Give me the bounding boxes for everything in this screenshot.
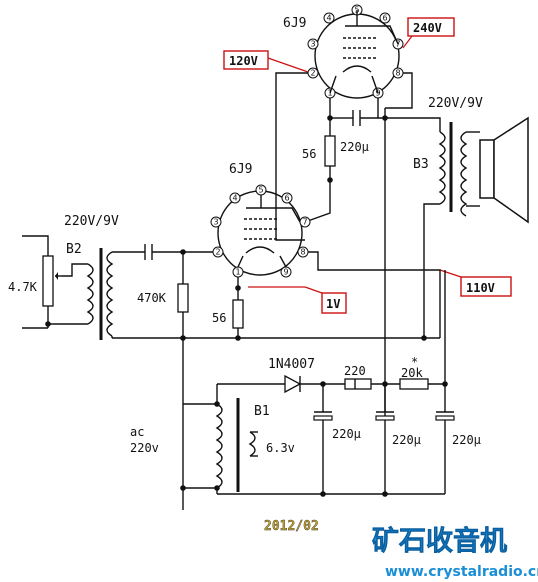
b1-primary-voltage: 220v [130, 441, 159, 455]
b2-rating: 220V/9V [64, 214, 119, 229]
callout-1v-text: 1V [326, 297, 340, 311]
driver-cathode-resistor-label: 56 [212, 311, 226, 325]
output-transformer-b3: 220V/9V B3 [413, 96, 483, 338]
filter-resistor-2-label: 20k [401, 366, 423, 380]
output-cathode-resistor-label: 56 [302, 147, 316, 161]
driver-tube-electrodes [237, 195, 301, 268]
filter-cap-3-label: 220μ [452, 433, 481, 447]
driver-pin-8: 8 [300, 248, 305, 257]
driver-pin-9: 9 [283, 268, 288, 277]
output-tube-type: 6J9 [283, 16, 306, 31]
diode-label: 1N4007 [268, 357, 315, 372]
speaker-icon [479, 116, 529, 224]
driver-pin-3: 3 [213, 218, 218, 227]
b2-name: B2 [66, 242, 82, 257]
output-pin-4: 4 [326, 14, 331, 23]
output-stage-wiring: 220μ 56 [275, 72, 441, 494]
output-pin-3: 3 [310, 40, 315, 49]
grid-resistor-label: 470K [137, 291, 167, 305]
callout-1v: 1V [248, 286, 347, 314]
output-pin-2: 2 [310, 69, 315, 78]
b1-name: B1 [254, 404, 270, 419]
callout-240v-text: 240V [413, 21, 442, 35]
driver-pin-1: 1 [235, 268, 240, 277]
pot-label: 4.7K [8, 280, 38, 294]
output-pin-8: 8 [395, 69, 400, 78]
b3-name: B3 [413, 157, 429, 172]
power-supply: 1N4007 220 20k * 220μ 220μ 22 [217, 270, 481, 497]
callout-110v: 110V [439, 269, 512, 297]
output-tube: 4 5 6 7 8 9 1 2 3 6J9 [283, 4, 404, 99]
filter-cap-2-label: 220μ [392, 433, 421, 447]
callout-110v-text: 110V [466, 281, 495, 295]
callout-120v: 120V [223, 50, 309, 73]
driver-tube-type: 6J9 [229, 162, 252, 177]
b1-secondary-voltage: 6.3v [266, 441, 295, 455]
b1-primary-ac: ac [130, 425, 144, 439]
driver-pin-6: 6 [284, 194, 289, 203]
callout-240v: 240V [402, 17, 455, 49]
watermark: 2012/02 矿石收音机 www.crystalradio.cn [264, 519, 538, 580]
watermark-date: 2012/02 [264, 519, 319, 534]
watermark-brand: 矿石收音机 [372, 525, 507, 557]
driver-pin-4: 4 [232, 194, 237, 203]
output-tube-electrodes [329, 10, 399, 94]
filter-cap-1-label: 220μ [332, 427, 361, 441]
output-bypass-cap-label: 220μ [340, 140, 369, 154]
filter-resistor-1-label: 220 [344, 364, 366, 378]
driver-tube-pins: 4 5 6 7 8 9 1 2 3 [210, 184, 311, 278]
power-transformer-b1: B1 ac 220v 6.3v [130, 384, 295, 494]
filter-resistor-2-mark: * [411, 355, 418, 369]
output-pin-6: 6 [382, 14, 387, 23]
input-transformer-b2: 220V/9V B2 [48, 214, 119, 340]
callout-120v-text: 120V [229, 54, 258, 68]
driver-stage-wiring: 56 470K [112, 244, 441, 510]
driver-pin-5: 5 [258, 186, 263, 195]
driver-tube: 4 5 6 7 8 9 1 2 3 6J9 [210, 162, 311, 278]
watermark-url: www.crystalradio.cn [385, 564, 538, 580]
driver-pin-2: 2 [215, 248, 220, 257]
b3-rating: 220V/9V [428, 96, 483, 111]
driver-pin-7: 7 [302, 218, 307, 227]
volume-pot: 4.7K [8, 235, 62, 329]
